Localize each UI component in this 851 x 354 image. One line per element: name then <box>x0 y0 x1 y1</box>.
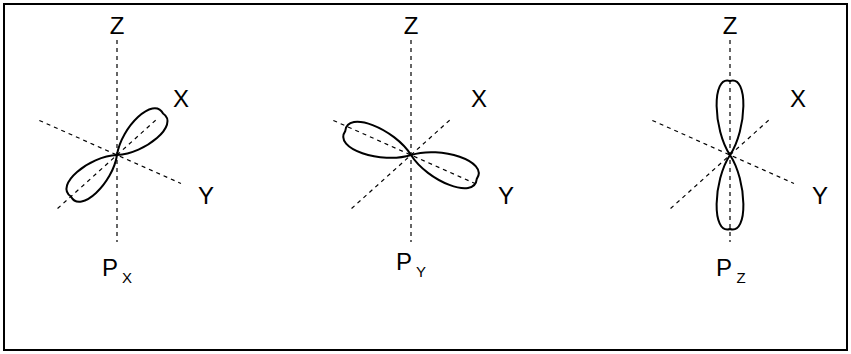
orbital-subscript: X <box>122 270 132 285</box>
axis-label: Y <box>812 184 828 208</box>
axis-label: X <box>790 87 806 111</box>
orbital-name: P <box>716 256 732 280</box>
orbital-name: P <box>102 256 118 280</box>
axis-label: Z <box>723 14 738 38</box>
axis-label: Y <box>198 184 214 208</box>
orbital-lobe <box>61 144 126 207</box>
orbital-lobe <box>406 141 482 193</box>
axis-line <box>652 120 794 183</box>
axis-line <box>58 118 158 208</box>
orbital-subscript: Z <box>736 270 745 285</box>
frame-border <box>4 4 847 350</box>
axis-label: Z <box>404 14 419 38</box>
axis-line <box>410 40 411 242</box>
orbital-subscript: Y <box>416 264 426 279</box>
axis-line <box>352 118 452 208</box>
axis-label: X <box>173 87 189 111</box>
axis-label: X <box>471 87 487 111</box>
orbital-name: P <box>396 250 412 274</box>
axis-line <box>116 40 117 242</box>
axis-line <box>729 40 730 242</box>
orbital-lobe <box>717 81 744 155</box>
axis-line <box>333 120 475 183</box>
orbital-lobe <box>340 117 416 169</box>
orbital-lobe <box>717 155 744 229</box>
axis-label: Z <box>110 14 125 38</box>
axis-label: Y <box>498 184 514 208</box>
